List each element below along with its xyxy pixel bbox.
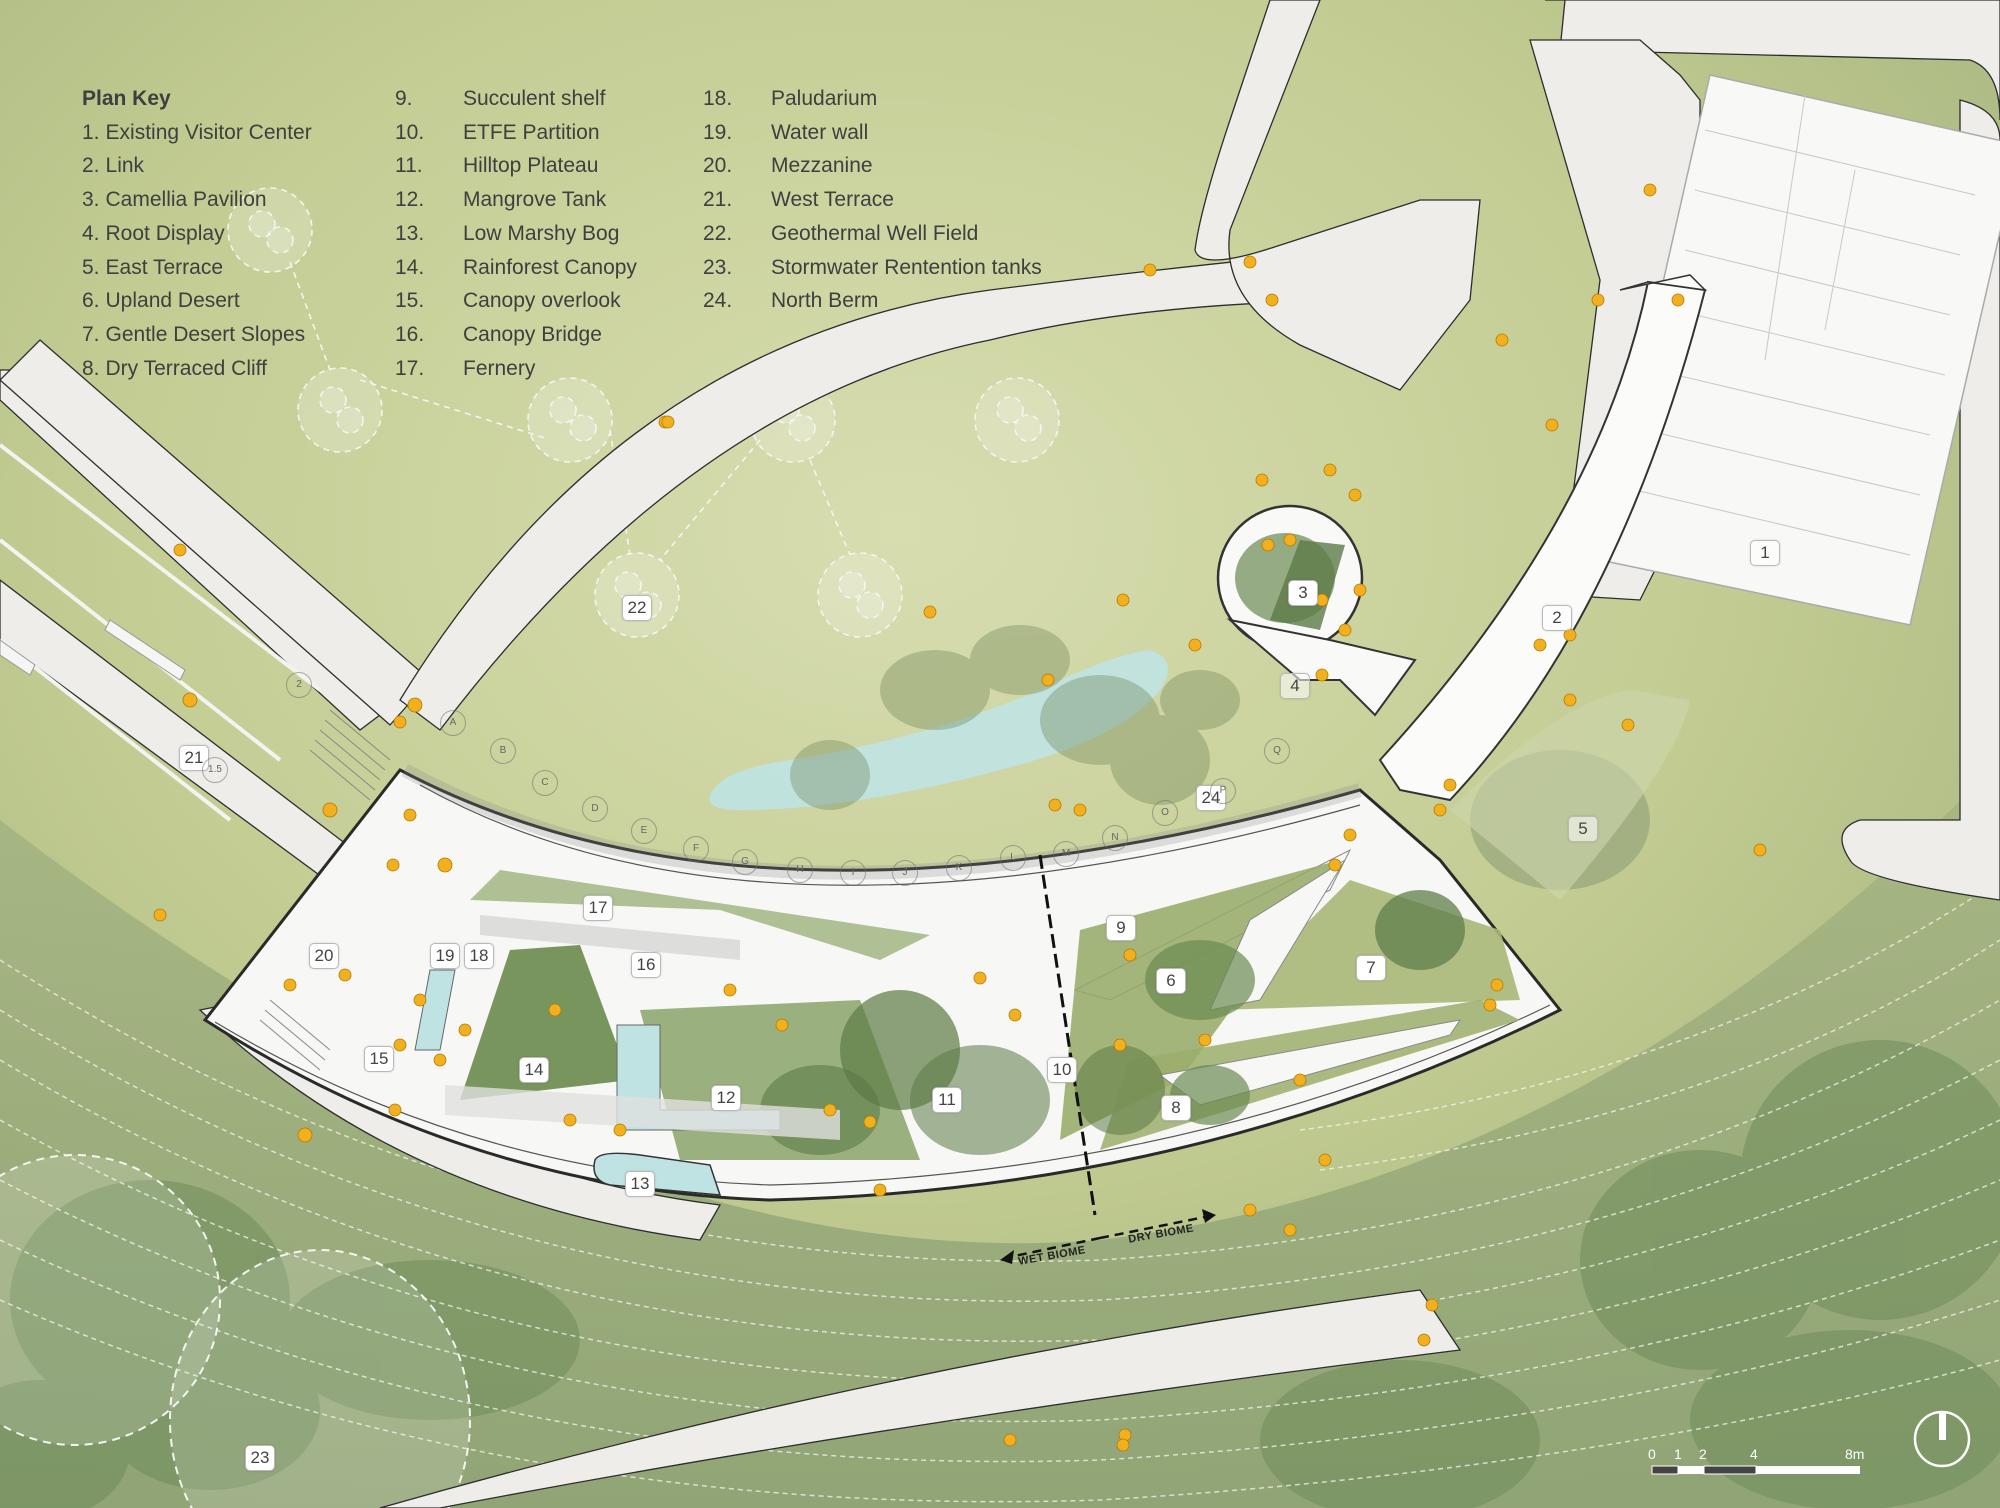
tag-15[interactable]: 15	[364, 1046, 394, 1072]
key-item: 10.ETFE Partition	[395, 120, 600, 144]
key-item: 24.North Berm	[703, 289, 879, 313]
key-item: 16.Canopy Bridge	[395, 322, 602, 346]
east-terrace	[1450, 690, 1690, 900]
scale-label-4: 4	[1750, 1446, 1758, 1462]
key-item: 23.Stormwater Rentention tanks	[703, 255, 1042, 279]
grid-marker: L	[1000, 845, 1026, 871]
key-item: 9.Succulent shelf	[395, 87, 606, 110]
key-item: 15.Canopy overlook	[395, 289, 621, 313]
key-item: 17.Fernery	[395, 356, 536, 380]
tag-22[interactable]: 22	[622, 595, 652, 621]
grid-marker: K	[946, 855, 972, 881]
tag-13[interactable]: 13	[625, 1171, 655, 1197]
west-stairs	[259, 709, 391, 1071]
pond	[709, 650, 1168, 810]
grid-marker: I	[840, 860, 866, 886]
key-item: 19.Water wall	[703, 120, 869, 144]
grid-marker: A	[440, 710, 466, 736]
tag-6[interactable]: 6	[1156, 968, 1186, 994]
west-benches	[0, 619, 186, 681]
tag-9[interactable]: 9	[1106, 915, 1136, 941]
berm-trees	[790, 625, 1240, 810]
key-item: 12.Mangrove Tank	[395, 188, 607, 212]
grid-marker: M	[1053, 841, 1079, 867]
grid-marker: N	[1102, 825, 1128, 851]
scale-label-2: 2	[1699, 1446, 1707, 1462]
tag-3[interactable]: 3	[1288, 580, 1318, 606]
stormwater-tanks	[0, 1154, 471, 1508]
tag-19[interactable]: 19	[430, 943, 460, 969]
tag-16[interactable]: 16	[631, 952, 661, 978]
key-item: 18.Paludarium	[703, 87, 878, 110]
grid-marker: B	[490, 738, 516, 764]
tag-4[interactable]: 4	[1280, 673, 1310, 699]
key-item: 21.West Terrace	[703, 188, 894, 212]
grid-marker: 2	[286, 672, 312, 698]
grid-marker: Q	[1264, 738, 1290, 764]
grid-marker: E	[631, 818, 657, 844]
tag-8[interactable]: 8	[1161, 1095, 1191, 1121]
arrow-right-icon	[1202, 1209, 1216, 1223]
plan-key: Plan Key 1.Existing Visitor Center 2.Lin…	[82, 82, 312, 385]
grid-marker: F	[683, 836, 709, 862]
tag-23[interactable]: 23	[245, 1445, 275, 1471]
tag-1[interactable]: 1	[1750, 540, 1780, 566]
tag-17[interactable]: 17	[583, 895, 613, 921]
tag-7[interactable]: 7	[1356, 955, 1386, 981]
grid-marker: 1.5	[202, 757, 228, 783]
tag-18[interactable]: 18	[464, 943, 494, 969]
key-item: 13.Low Marshy Bog	[395, 221, 620, 245]
tag-10[interactable]: 10	[1047, 1057, 1077, 1083]
grid-marker: J	[892, 860, 918, 886]
scale-label-8m: 8m	[1845, 1446, 1865, 1462]
tag-2[interactable]: 2	[1542, 605, 1572, 631]
tag-20[interactable]: 20	[309, 943, 339, 969]
scale-bar	[1651, 1465, 1860, 1475]
tag-11[interactable]: 11	[932, 1087, 962, 1113]
plan-key-column-2: 9.Succulent shelf 10.ETFE Partition 11.H…	[395, 82, 637, 385]
key-item: 11.Hilltop Plateau	[395, 154, 599, 178]
key-item: 7.Gentle Desert Slopes	[82, 322, 306, 346]
grid-marker: D	[582, 796, 608, 822]
grid-marker: C	[532, 770, 558, 796]
key-item: 1.Existing Visitor Center	[82, 120, 312, 144]
key-item: 6.Upland Desert	[82, 289, 240, 313]
plan-key-title: Plan Key	[82, 87, 171, 110]
tag-12[interactable]: 12	[711, 1085, 741, 1111]
grid-marker: G	[732, 849, 758, 875]
key-item: 5.East Terrace	[82, 255, 224, 279]
scale-label-0: 0	[1648, 1446, 1656, 1462]
biome-divider-arrows	[1004, 1214, 1211, 1260]
tag-14[interactable]: 14	[519, 1057, 549, 1083]
key-item: 20.Mezzanine	[703, 154, 873, 178]
geothermal-wells	[227, 187, 1060, 638]
key-item: 22.Geothermal Well Field	[703, 221, 979, 245]
grid-marker: P	[1210, 778, 1236, 804]
key-item: 4.Root Display	[82, 221, 225, 245]
key-item: 14.Rainforest Canopy	[395, 255, 637, 279]
north-arrow-icon	[1913, 1410, 1971, 1468]
scale-label-1: 1	[1674, 1446, 1682, 1462]
people-figures	[153, 183, 1767, 1452]
key-item: 2.Link	[82, 154, 145, 178]
visitor-center	[1599, 74, 2000, 626]
grid-marker: O	[1152, 800, 1178, 826]
key-item: 3.Camellia Pavilion	[82, 188, 267, 212]
key-item: 8.Dry Terraced Cliff	[82, 356, 267, 380]
grid-marker: H	[787, 857, 813, 883]
link-corridor	[1378, 280, 1707, 802]
tag-5[interactable]: 5	[1568, 816, 1598, 842]
arrow-left-icon	[1000, 1250, 1014, 1264]
plan-key-column-3: 18.Paludarium 19.Water wall 20.Mezzanine…	[703, 82, 1042, 318]
